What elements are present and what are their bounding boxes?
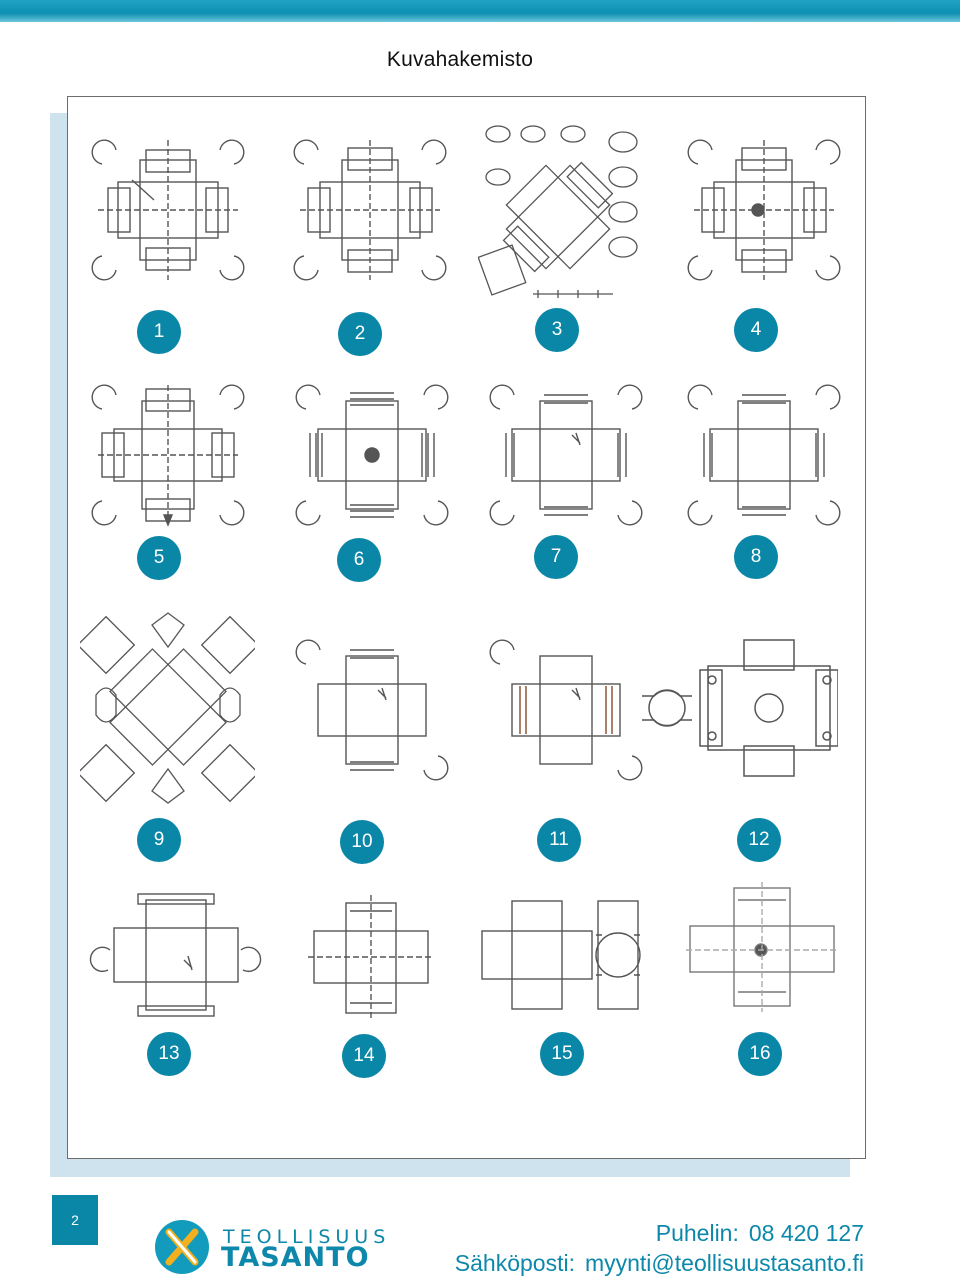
product-drawing-2 [290, 130, 450, 290]
universal-joint-icon [489, 639, 643, 781]
item-number-badge: 13 [147, 1032, 191, 1076]
logo-line2: TASANTO [221, 1242, 370, 1273]
product-drawing-14 [308, 895, 468, 1020]
email-row: Sähköposti: myynti@teollisuustasanto.fi [445, 1248, 864, 1278]
universal-joint-icon [91, 384, 245, 527]
item-number-badge: 8 [734, 535, 778, 579]
logo-line1: TEOLLISUUS [223, 1226, 391, 1248]
item-number-badge: 9 [137, 818, 181, 862]
phone-value[interactable]: 08 420 127 [748, 1220, 864, 1246]
company-logo: TEOLLISUUS TASANTO [155, 1220, 425, 1274]
contact-info: Puhelin: 08 420 127 Sähköposti: myynti@teo… [445, 1218, 864, 1278]
universal-joint-icon [89, 893, 262, 1017]
universal-joint-exploded-icon [478, 125, 638, 298]
product-drawing-6 [292, 375, 452, 535]
universal-joint-icon [686, 882, 836, 1012]
email-label: Sähköposti: [454, 1250, 575, 1276]
item-number-badge: 3 [535, 308, 579, 352]
universal-joint-icon [91, 139, 245, 281]
product-drawing-4 [684, 130, 844, 290]
product-drawing-10 [292, 630, 452, 790]
item-number-badge: 7 [534, 535, 578, 579]
item-number-badge: 1 [137, 310, 181, 354]
page-number: 2 [52, 1195, 98, 1245]
item-number-badge: 14 [342, 1034, 386, 1078]
product-drawing-8 [684, 375, 844, 535]
product-drawing-1 [88, 130, 248, 290]
product-drawing-5 [88, 375, 248, 535]
item-number-badge: 5 [137, 536, 181, 580]
logo-mark-icon [155, 1220, 209, 1274]
top-accent-bar [0, 0, 960, 22]
item-number-badge: 12 [737, 818, 781, 862]
product-drawing-15 [478, 895, 641, 1015]
universal-joint-exploded-icon [80, 612, 255, 804]
universal-joint-icon [293, 139, 447, 281]
universal-joint-flanged-icon [642, 639, 838, 777]
universal-joint-icon [295, 384, 449, 526]
phone-label: Puhelin: [655, 1220, 739, 1246]
product-drawing-9 [80, 605, 255, 810]
page-title: Kuvahakemisto [386, 48, 534, 71]
product-drawing-11 [486, 630, 646, 790]
item-number-badge: 6 [337, 538, 381, 582]
product-drawing-16 [686, 882, 846, 1012]
item-number-badge: 16 [738, 1032, 782, 1076]
item-number-badge: 11 [537, 818, 581, 862]
item-number-badge: 10 [340, 820, 384, 864]
product-drawing-12 [638, 636, 838, 781]
universal-joint-icon [295, 639, 449, 781]
item-number-badge: 4 [734, 308, 778, 352]
phone-row: Puhelin: 08 420 127 [445, 1218, 864, 1248]
universal-joint-icon [489, 384, 643, 526]
universal-joint-pair-icon [481, 900, 641, 1010]
email-value[interactable]: myynti@teollisuustasanto.fi [584, 1250, 864, 1276]
item-number-badge: 15 [540, 1032, 584, 1076]
universal-joint-icon [687, 139, 841, 281]
universal-joint-icon [308, 895, 433, 1020]
item-number-badge: 2 [338, 312, 382, 356]
product-drawing-13 [88, 890, 262, 1020]
product-drawing-3 [478, 122, 638, 302]
product-drawing-7 [486, 375, 646, 535]
universal-joint-icon [687, 384, 841, 526]
